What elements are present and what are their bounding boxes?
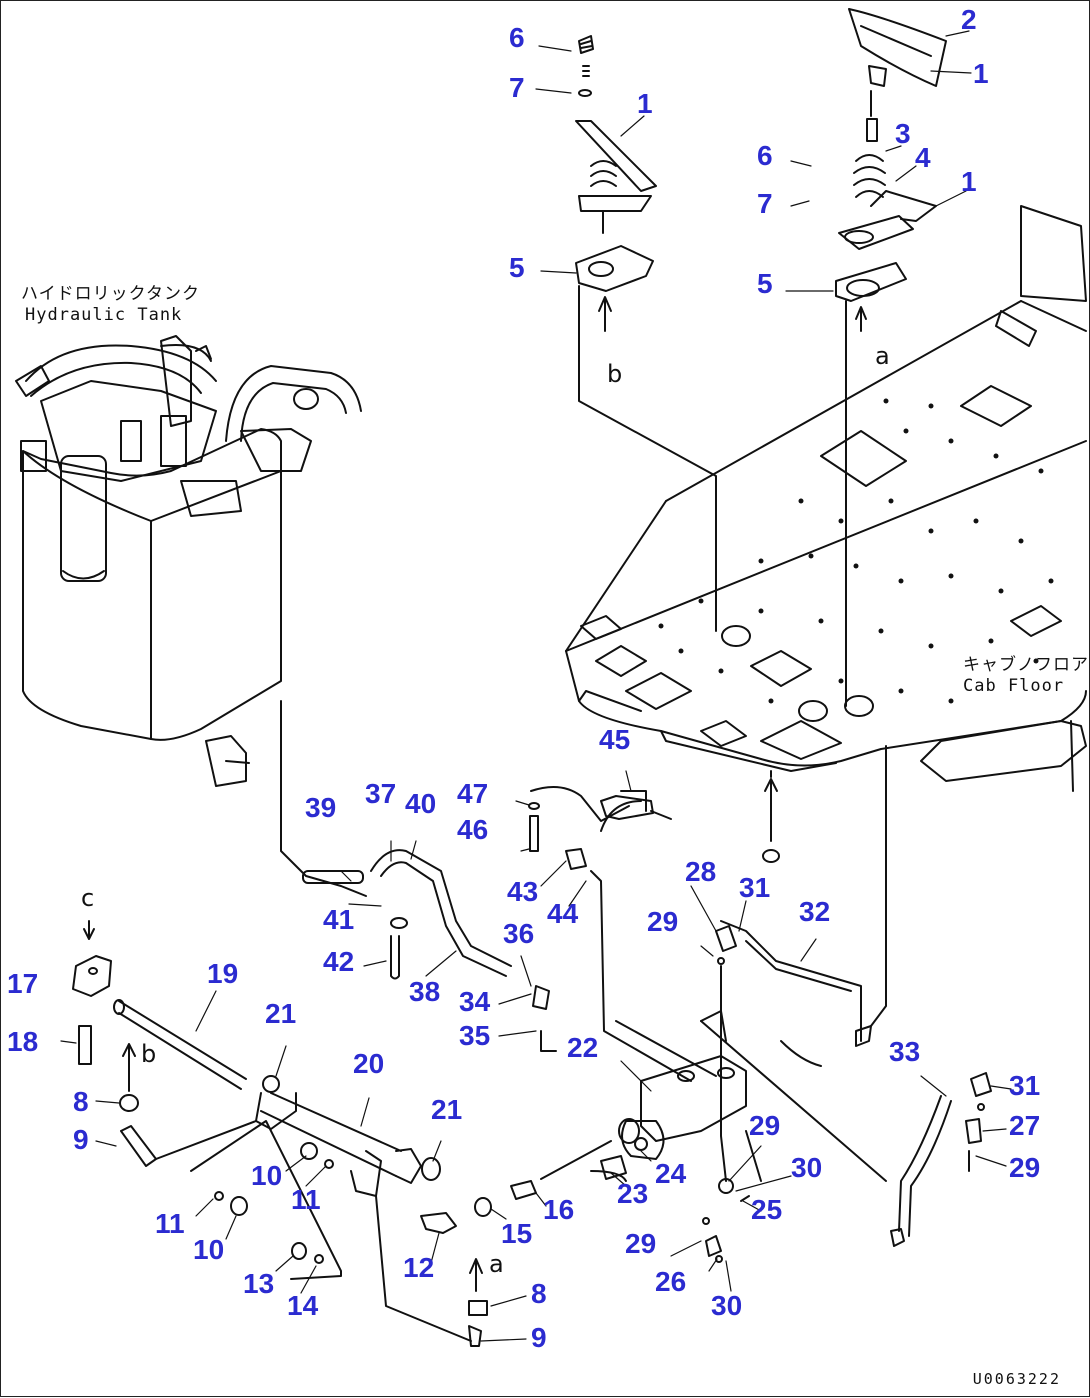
callout-31: 31 [1009,1070,1041,1101]
callout-14: 14 [287,1290,319,1321]
drawing-code: U0063222 [972,1370,1061,1388]
callout-8: 8 [531,1278,547,1309]
callout-19: 19 [207,958,239,989]
callout-2: 2 [961,4,977,35]
callout-11: 11 [155,1208,185,1239]
linkage-rods [72,920,492,1347]
tank-caption-jp: ハイドロリックタンク [21,284,200,304]
callout-36: 36 [503,918,535,949]
callout-20: 20 [353,1048,385,1079]
callout-26: 26 [655,1266,687,1297]
callout-4: 4 [915,142,931,173]
callout-30: 30 [791,1152,823,1183]
callout-47: 47 [457,778,489,809]
callout-43: 43 [507,876,539,907]
callout-1: 1 [961,166,977,197]
hose-assembly [280,700,692,1082]
callout-3: 3 [895,118,911,149]
view-letter-b: b [607,360,623,388]
callout-18: 18 [7,1026,39,1057]
callout-30: 30 [711,1290,743,1321]
callout-29: 29 [749,1110,781,1141]
callout-15: 15 [501,1218,533,1249]
callout-10: 10 [193,1234,225,1265]
callout-37: 37 [365,778,397,809]
callout-44: 44 [547,898,579,929]
callout-7: 7 [509,72,525,103]
view-letter-c: c [81,884,95,912]
callout-16: 16 [543,1194,575,1225]
callout-45: 45 [599,724,631,755]
callout-32: 32 [799,896,831,927]
hydraulic-tank [15,335,362,787]
callout-7: 7 [757,188,773,219]
callout-42: 42 [323,946,355,977]
callout-23: 23 [617,1178,649,1209]
callout-41: 41 [323,904,355,935]
callout-17: 17 [7,968,39,999]
cab-floor [565,205,1087,792]
callout-12: 12 [403,1252,435,1283]
callout-27: 27 [1009,1110,1041,1141]
callout-25: 25 [751,1194,783,1225]
callout-13: 13 [243,1268,275,1299]
callout-46: 46 [457,814,489,845]
floor-caption-jp: キャブノフロア [963,655,1089,675]
callout-34: 34 [459,986,491,1017]
callout-11: 11 [291,1184,321,1215]
leader-lines [60,30,1012,1342]
callout-29: 29 [647,906,679,937]
view-letter-a-lower: a [489,1250,504,1278]
callout-40: 40 [405,788,437,819]
valve-body [510,745,992,1263]
view-letter-b-lower: b [141,1040,157,1068]
callout-6: 6 [757,140,773,171]
callout-9: 9 [531,1322,547,1353]
callout-9: 9 [73,1124,89,1155]
callout-21: 21 [265,998,297,1029]
callout-29: 29 [1009,1152,1041,1183]
callout-1: 1 [973,58,989,89]
tank-caption-en: Hydraulic Tank [25,305,183,325]
callout-22: 22 [567,1032,599,1063]
view-letter-a: a [875,342,890,370]
callout-5: 5 [757,268,773,299]
callout-6: 6 [509,22,525,53]
callout-21: 21 [431,1094,463,1125]
callout-38: 38 [409,976,441,1007]
callout-1: 1 [637,88,653,119]
callout-33: 33 [889,1036,921,1067]
pedal-right [762,8,947,863]
callout-31: 31 [739,872,771,903]
callout-5: 5 [509,252,525,283]
callout-35: 35 [459,1020,491,1051]
callout-8: 8 [73,1086,89,1117]
callout-39: 39 [305,792,337,823]
pedal-left [575,35,717,632]
callout-29: 29 [625,1228,657,1259]
callout-10: 10 [251,1160,283,1191]
callout-24: 24 [655,1158,687,1189]
floor-caption-en: Cab Floor [963,676,1065,696]
callout-28: 28 [685,856,717,887]
